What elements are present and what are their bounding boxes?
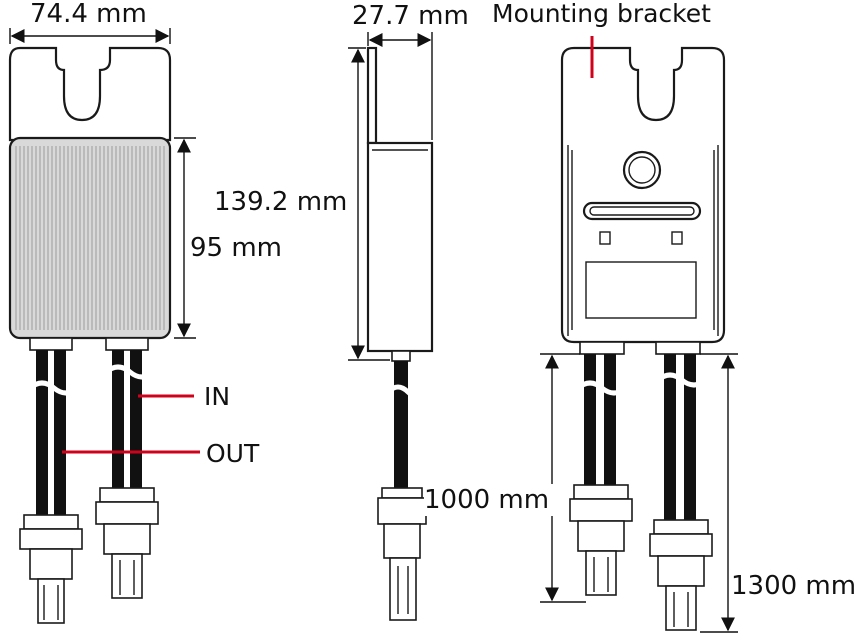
rear-gland-right <box>655 341 701 355</box>
side-bracket <box>366 46 378 145</box>
rear-slot <box>582 201 702 221</box>
rear-cable-1 <box>584 354 596 488</box>
front-cable-3 <box>112 350 124 490</box>
out-label: OUT <box>206 439 260 468</box>
front-connector-left <box>19 514 83 624</box>
side-cable <box>394 361 408 491</box>
side-body <box>366 141 434 353</box>
side-gland <box>391 350 411 362</box>
front-heatsink <box>8 136 172 340</box>
front-cable-1 <box>36 350 48 520</box>
body-height-label: 95 mm <box>190 233 282 263</box>
in-label: IN <box>204 382 230 411</box>
cable-short-label: 1000 mm <box>424 485 549 515</box>
mounting-bracket-label: Mounting bracket <box>492 0 711 28</box>
rear-connector-left <box>569 484 633 596</box>
front-view: 74.4 mm 95 mm IN OUT <box>8 0 288 624</box>
total-height-label: 139.2 mm <box>214 187 347 217</box>
front-break-right <box>104 364 156 380</box>
side-connector <box>377 487 427 621</box>
rear-housing <box>560 46 726 344</box>
rear-label-area <box>585 261 697 319</box>
front-connector-right <box>95 487 159 599</box>
width-label: 74.4 mm <box>30 0 147 29</box>
rear-view: Mounting bracket 1000 mm 1300 mm <box>424 0 858 633</box>
front-cable-2 <box>54 350 66 520</box>
front-cable-4 <box>130 350 142 490</box>
rear-cable-2 <box>604 354 616 488</box>
front-bracket <box>8 46 172 142</box>
front-gland-right <box>105 337 149 351</box>
rear-cable-4 <box>684 354 696 524</box>
cable-long-label: 1300 mm <box>731 571 856 601</box>
side-view: 27.7 mm 139.2 mm <box>212 1 469 621</box>
rear-cable-3 <box>664 354 676 524</box>
depth-label: 27.7 mm <box>352 1 469 31</box>
front-gland-left <box>29 337 73 351</box>
front-heatsink-fins <box>15 146 165 330</box>
rear-connector-right <box>649 519 713 631</box>
front-break-left <box>28 380 80 396</box>
rear-gland-left <box>579 341 625 355</box>
